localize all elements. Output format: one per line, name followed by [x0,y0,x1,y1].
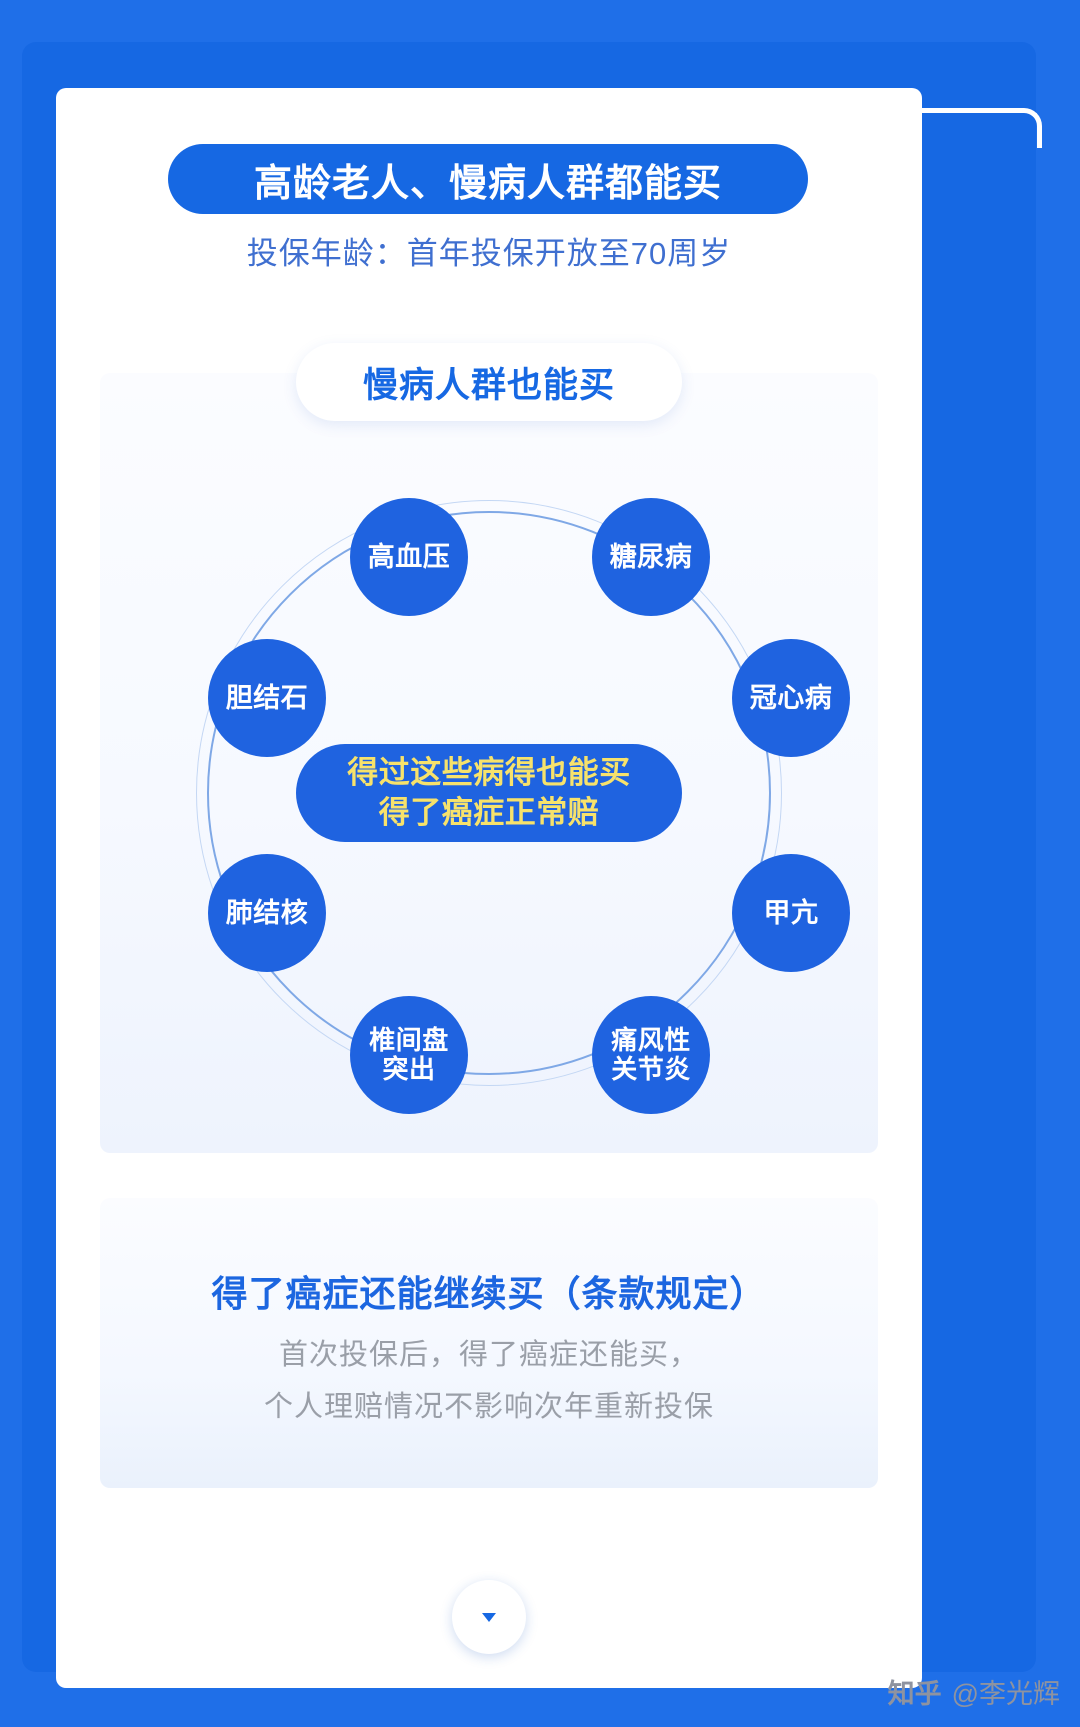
scroll-down-button[interactable] [452,1580,526,1654]
disease-node-label: 高血压 [367,541,451,572]
inner-ring-decoration [207,511,771,1075]
center-badge-line1: 得过这些病得也能买 [347,755,631,791]
center-claim-badge: 得过这些病得也能买 得了癌症正常赔 [296,744,682,842]
section-heading-pill: 慢病人群也能买 [296,343,682,421]
zhihu-logo: 知乎 [887,1679,942,1709]
disease-node-gouty-arthritis[interactable]: 痛风性 关节炎 [592,996,710,1114]
watermark: 知乎 @李光辉 [888,1672,1060,1711]
disease-node-coronary-heart-disease[interactable]: 冠心病 [732,639,850,757]
page-subtitle: 投保年龄：首年投保开放至70周岁 [246,236,732,271]
page-title: 高龄老人、慢病人群都能买 [253,162,722,205]
disease-node-diabetes[interactable]: 糖尿病 [592,498,710,616]
content-card: 高龄老人、慢病人群都能买 投保年龄：首年投保开放至70周岁 慢病人群也能买 高血… [56,88,922,1688]
cancer-renewal-line2: 个人理赔情况不影响次年重新投保 [263,1391,714,1423]
cancer-renewal-card [100,1198,878,1488]
disease-node-label-line2: 关节炎 [611,1054,691,1084]
disease-node-label: 胆结石 [225,682,309,713]
watermark-username: @李光辉 [951,1679,1060,1709]
disease-node-label-line2: 突出 [382,1054,436,1084]
disease-node-label: 肺结核 [225,897,309,928]
disease-node-hyperthyroidism[interactable]: 甲亢 [732,854,850,972]
chevron-down-icon [474,1602,504,1632]
cancer-renewal-line1: 首次投保后，得了癌症还能买， [278,1339,699,1371]
disease-node-label-line1: 痛风性 [611,1024,691,1055]
page-title-pill: 高龄老人、慢病人群都能买 [168,144,808,214]
disease-node-label-line1: 椎间盘 [369,1024,449,1055]
outer-ring-decoration [196,500,782,1086]
cancer-renewal-title: 得了癌症还能继续买（条款规定） [211,1273,767,1314]
center-badge-line2: 得了癌症正常赔 [378,795,600,830]
section-heading-label: 慢病人群也能买 [362,365,615,405]
disease-node-label: 甲亢 [763,897,819,928]
disease-circle-diagram: 高血压 糖尿病 冠心病 甲亢 痛风性 关节炎 椎间盘 突出 肺结核 胆结石 [136,448,850,1138]
disease-node-label: 糖尿病 [609,541,693,572]
disease-node-gallstones[interactable]: 胆结石 [208,639,326,757]
disease-node-disc-herniation[interactable]: 椎间盘 突出 [350,996,468,1114]
disease-node-tuberculosis[interactable]: 肺结核 [208,854,326,972]
disease-node-hypertension[interactable]: 高血压 [350,498,468,616]
disease-node-label: 冠心病 [749,682,833,713]
